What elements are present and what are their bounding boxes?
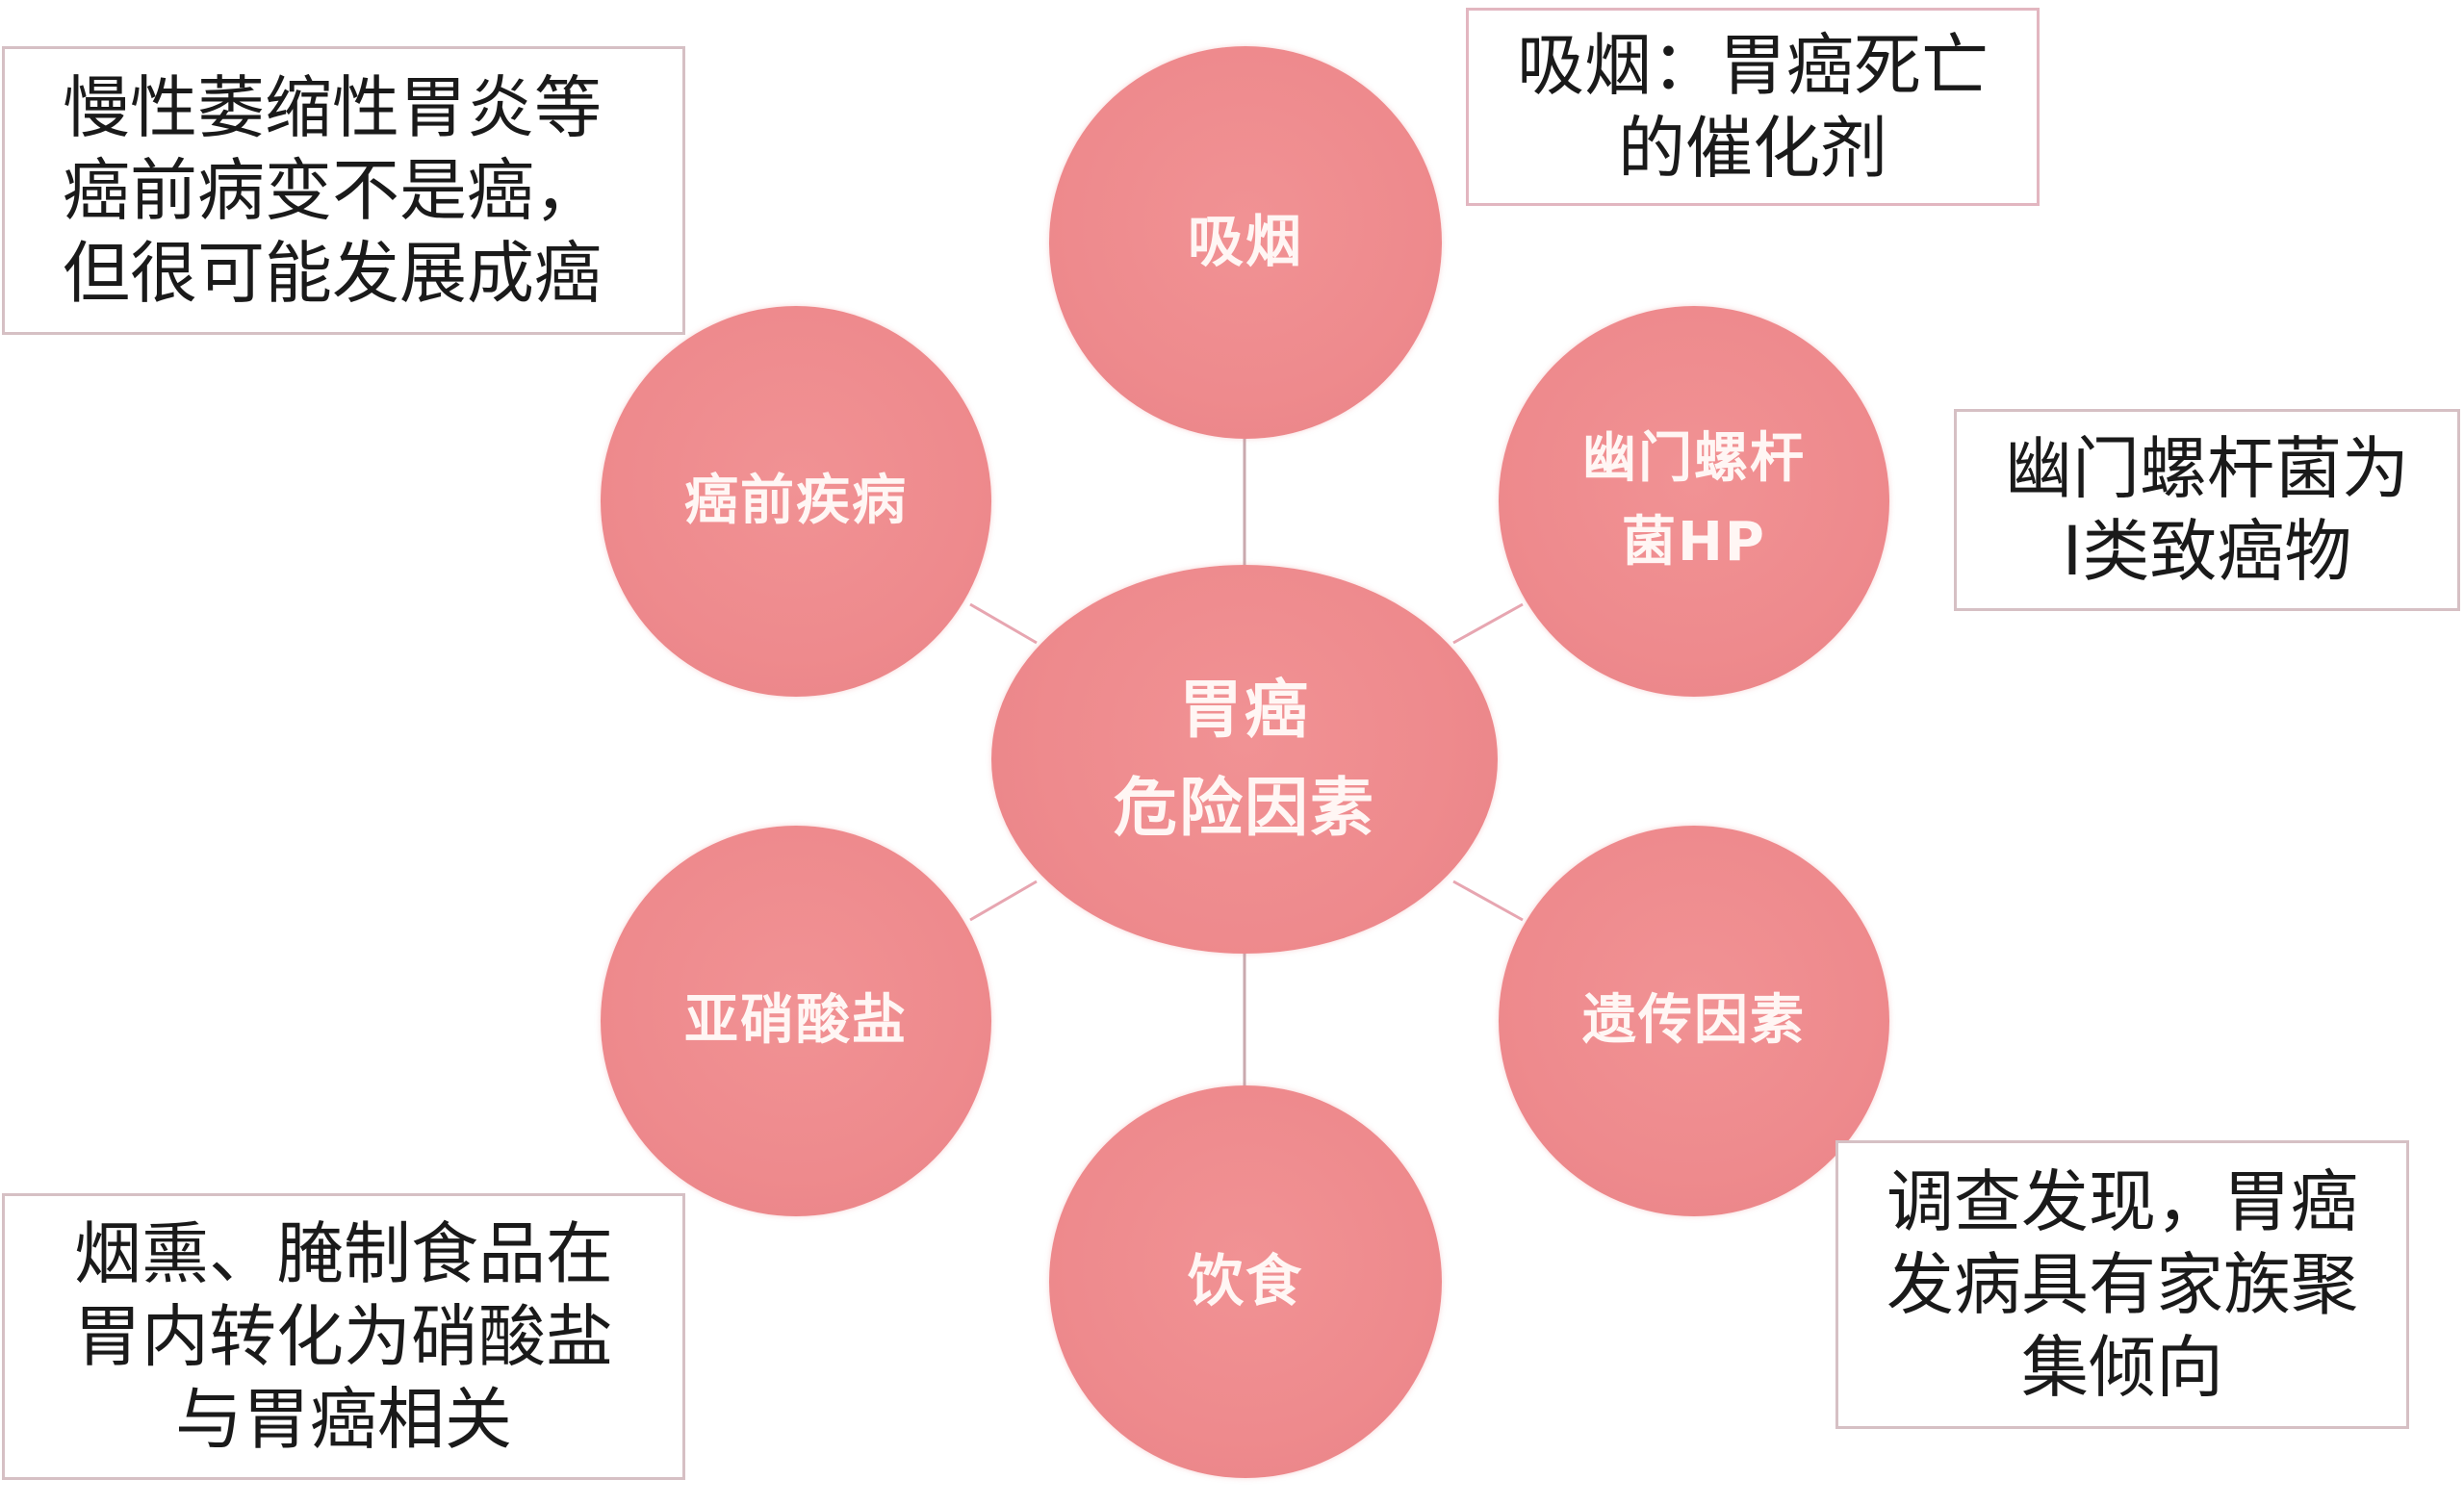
factor-label: 癌前疾病 (684, 469, 908, 532)
note-line: 的催化剂 (1618, 109, 1887, 188)
note-line: 幽门螺杆菌为 (2005, 429, 2409, 508)
factor-label: 吸烟 (1187, 209, 1303, 275)
factor-circle-hp: 幽门螺杆 菌HP (1499, 306, 1889, 697)
connector-nitrite (969, 880, 1038, 922)
note-line: 吸烟：胃癌死亡 (1517, 26, 1989, 105)
note-line: 集倾向 (2021, 1328, 2223, 1407)
note-hp: 幽门螺杆菌为 Ⅰ类致癌物 (1954, 409, 2460, 611)
note-line: 胃内转化为硝酸盐 (74, 1297, 613, 1376)
connector-genetic (1452, 880, 1524, 922)
note-line: 慢性萎缩性胃炎等 (63, 68, 602, 147)
note-smoking: 吸烟：胃癌死亡 的催化剂 (1466, 8, 2040, 206)
hub-circle: 胃癌 危险因素 (991, 565, 1498, 954)
note-nitrite: 烟熏、腌制食品在 胃内转化为硝酸盐 与胃癌相关 (2, 1193, 685, 1480)
factor-label: 遗传因素 (1582, 988, 1806, 1052)
factor-circle-smoking: 吸烟 (1049, 46, 1442, 439)
connector-precancer (969, 602, 1038, 645)
factor-label-line-2: 菌HP (1622, 511, 1766, 574)
note-precancer: 慢性萎缩性胃炎等 癌前病变不是癌， 但很可能发展成癌 (2, 46, 685, 335)
note-line: 与胃癌相关 (175, 1380, 512, 1459)
hub-label-line-2: 危险因素 (1114, 771, 1375, 845)
note-line: 但很可能发展成癌 (63, 234, 602, 313)
note-line: 烟熏、腌制食品在 (74, 1214, 613, 1293)
factor-label: 亚硝酸盐 (684, 988, 908, 1052)
factor-label-line-1: 幽门螺杆 (1582, 427, 1806, 491)
factor-circle-diet: 饮食 (1049, 1085, 1442, 1478)
factor-label: 饮食 (1187, 1248, 1303, 1314)
connector-hp (1452, 602, 1524, 645)
factor-circle-genetic: 遗传因素 (1499, 826, 1889, 1216)
factor-circle-precancer: 癌前疾病 (601, 306, 991, 697)
note-line: 调查发现，胃癌 (1886, 1162, 2358, 1241)
note-line: Ⅰ类致癌物 (2062, 512, 2352, 591)
factor-circle-nitrite: 亚硝酸盐 (601, 826, 991, 1216)
note-line: 发病具有家族聚 (1886, 1245, 2358, 1324)
note-genetic: 调查发现，胃癌 发病具有家族聚 集倾向 (1835, 1140, 2409, 1429)
note-line: 癌前病变不是癌， (63, 151, 602, 230)
hub-label-line-1: 胃癌 (1179, 672, 1310, 747)
